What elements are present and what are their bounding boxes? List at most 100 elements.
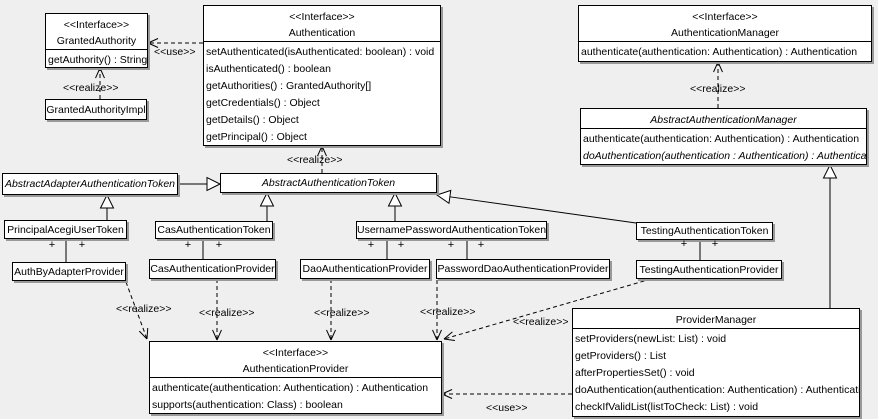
- realize-abstract-manager-to-authentication-manager: [713, 61, 723, 108]
- method-label: authenticate(authentication: Authenticat…: [583, 133, 860, 145]
- class-username-password-authentication-token: UsernamePasswordAuthenticationToken: [356, 221, 547, 239]
- class-name: PasswordDaoAuthenticationProvider: [437, 263, 609, 275]
- realize-testing-provider-to-authentication-provider: [443, 278, 652, 342]
- association-plus-marker: +: [367, 239, 375, 251]
- class-header: <<Interface>> Authentication: [204, 6, 440, 41]
- association-plus-marker: +: [680, 238, 688, 250]
- class-header: CasAuthenticationToken: [156, 222, 272, 238]
- realize-abstract-manager-to-authentication-manager-label: <<realize>>: [690, 83, 746, 95]
- class-granted-authority: <<Interface>> GrantedAuthority getAuthorit…: [45, 13, 148, 68]
- method-label: checkIfValidList(listToCheck: List) : vo…: [575, 401, 759, 413]
- realize-auth-by-adapter-provider-to-authentication-provider-label: <<realize>>: [116, 303, 172, 315]
- use-authentication-to-granted-authority: [147, 38, 203, 48]
- class-name: GrantedAuthorityImpl: [46, 103, 146, 116]
- class-header: <<Interface>> GrantedAuthority: [46, 14, 147, 49]
- class-name: TestingAuthenticationToken: [640, 225, 769, 237]
- association-plus-marker: +: [184, 239, 192, 251]
- realize-abstract-token-to-authentication-label: <<realize>>: [287, 154, 343, 166]
- class-cas-authentication-provider: CasAuthenticationProvider: [149, 259, 276, 279]
- class-header: AbstractAdapterAuthenticationToken: [3, 174, 177, 194]
- class-principal-acegi-user-token: PrincipalAcegiUserToken: [4, 220, 127, 239]
- method-label: doAuthentication(authentication : Authen…: [583, 150, 866, 162]
- gen-cas-token-to-abstract-token: [259, 191, 275, 221]
- method-label: getAuthority() : String: [48, 54, 147, 66]
- method-label: getDetails() : Object: [206, 114, 299, 126]
- class-header: <<Interface>>AuthenticationProvider: [150, 342, 441, 377]
- use-provider-manager-to-authentication-provider: [441, 389, 572, 399]
- use-authentication-to-granted-authority-label: <<use>>: [154, 46, 196, 58]
- methods-compartment: setAuthenticated(isAuthenticated: boolea…: [204, 41, 440, 145]
- class-header: PasswordDaoAuthenticationProvider: [437, 260, 609, 278]
- class-name: AuthenticationManager: [671, 27, 779, 39]
- method-label: isAuthenticated() : boolean: [206, 63, 331, 75]
- class-name: AuthByAdapterProvider: [14, 265, 124, 278]
- class-header: AbstractAuthenticationToken: [221, 174, 436, 192]
- class-abstract-authentication-token: AbstractAuthenticationToken: [220, 173, 437, 193]
- class-name: TestingAuthenticationProvider: [639, 263, 779, 276]
- class-name: AbstractAuthenticationManager: [650, 114, 797, 126]
- realize-cas-provider-to-authentication-provider-label: <<realize>>: [199, 307, 255, 319]
- method-label: getCredentials() : Object: [206, 97, 320, 109]
- gen-testing-token-to-abstract-token: [435, 189, 637, 224]
- realize-password-dao-provider-to-authentication-provider-label: <<realize>>: [420, 306, 476, 318]
- class-testing-authentication-provider: TestingAuthenticationProvider: [636, 260, 782, 279]
- realize-dao-provider-to-authentication-provider: [326, 279, 336, 341]
- association-plus-marker: +: [397, 239, 405, 251]
- class-name: PrincipalAcegiUserToken: [7, 223, 124, 236]
- class-provider-manager: ProviderManager setProviders(newList: Lis…: [572, 308, 860, 417]
- method-label: doAuthentication(authentication: Authent…: [575, 384, 859, 396]
- class-header: AbstractAuthenticationManager: [581, 109, 866, 128]
- class-header: CasAuthenticationProvider: [150, 260, 275, 278]
- class-name: ProviderManager: [675, 314, 757, 326]
- class-dao-authentication-provider: DaoAuthenticationProvider: [300, 259, 430, 279]
- realize-cas-provider-to-authentication-provider: [212, 279, 222, 341]
- class-testing-authentication-token: TestingAuthenticationToken: [636, 222, 773, 240]
- realize-dao-provider-to-authentication-provider-label: <<realize>>: [314, 307, 370, 319]
- association-plus-marker: +: [78, 239, 86, 251]
- class-name: AbstractAuthenticationToken: [261, 177, 396, 189]
- class-name: AbstractAdapterAuthenticationToken: [4, 178, 176, 190]
- stereotype-label: <<Interface>>: [692, 11, 758, 23]
- class-header: TestingAuthenticationToken: [637, 223, 772, 239]
- realize-granted-authority-impl-to-granted-authority: [95, 67, 105, 99]
- gen-username-password-token-to-abstract-token: [387, 191, 403, 221]
- class-name: Authentication: [288, 27, 356, 39]
- method-label: getPrincipal() : Object: [206, 131, 307, 143]
- class-granted-authority-impl: GrantedAuthorityImpl: [45, 99, 147, 120]
- class-name: AuthenticationProvider: [242, 363, 349, 375]
- association-plus-marker: +: [48, 239, 56, 251]
- method-label: getProviders() : List: [575, 350, 667, 362]
- realize-password-dao-provider-to-authentication-provider: [432, 280, 442, 341]
- realize-auth-by-adapter-provider-to-authentication-provider: [125, 281, 149, 340]
- class-abstract-authentication-manager: AbstractAuthenticationManager authenticat…: [580, 108, 867, 165]
- class-name: CasAuthenticationToken: [157, 224, 271, 236]
- association-plus-marker: +: [215, 239, 223, 251]
- class-auth-by-adapter-provider: AuthByAdapterProvider: [12, 262, 126, 281]
- stereotype-label: <<Interface>>: [289, 11, 355, 23]
- class-header: PrincipalAcegiUserToken: [5, 221, 126, 238]
- gen-abstract-adapter-token-to-abstract-token: [178, 176, 222, 192]
- stereotype-label: <<Interface>>: [63, 19, 130, 31]
- method-label: afterPropertiesSet() : void: [575, 367, 695, 379]
- class-header: DaoAuthenticationProvider: [301, 260, 429, 278]
- class-abstract-adapter-authentication-token: AbstractAdapterAuthenticationToken: [2, 173, 178, 195]
- class-authentication: <<Interface>> Authentication setAuthentica…: [203, 5, 441, 146]
- class-header: ProviderManager: [573, 309, 859, 328]
- association-plus-marker: +: [477, 239, 485, 251]
- realize-testing-provider-to-authentication-provider-label: <<realize>>: [513, 316, 569, 328]
- class-name: GrantedAuthority: [56, 35, 137, 47]
- method-label: supports(authentication: Class) : boolea…: [152, 399, 343, 411]
- method-label: getAuthorities() : GrantedAuthority[]: [206, 80, 372, 92]
- class-header: TestingAuthenticationProvider: [637, 261, 781, 278]
- methods-compartment: authenticate(authentication: Authenticat…: [581, 128, 866, 164]
- methods-compartment: getAuthority() : String: [46, 49, 147, 67]
- class-header: AuthByAdapterProvider: [13, 263, 125, 280]
- methods-compartment: authenticate(authentication: Authenticat…: [150, 377, 441, 413]
- class-cas-authentication-token: CasAuthenticationToken: [155, 221, 273, 239]
- gen-principal-token-to-abstract-adapter-token: [99, 193, 115, 220]
